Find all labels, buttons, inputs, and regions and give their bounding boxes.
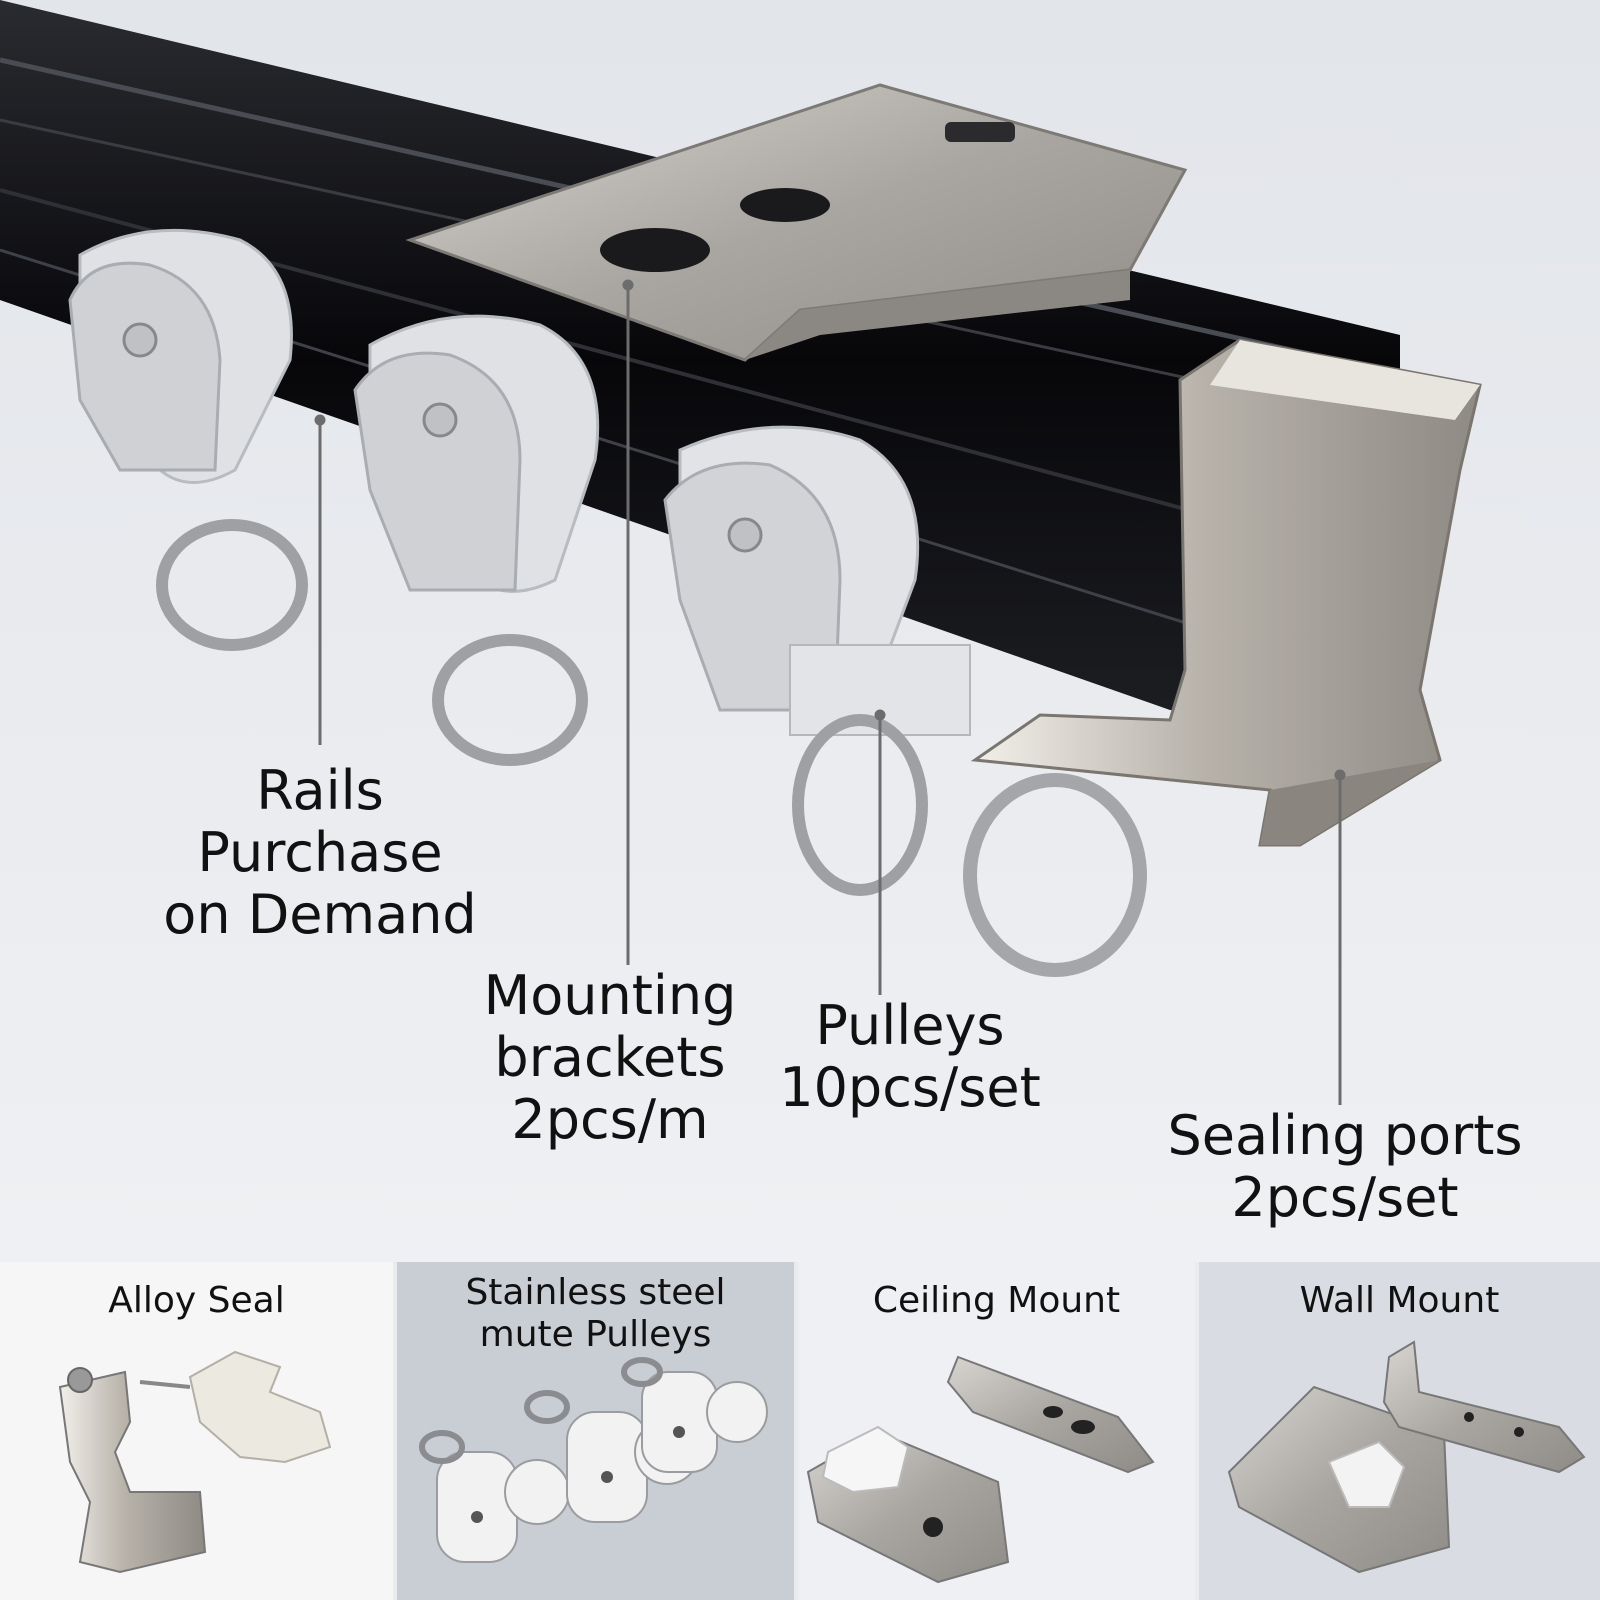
- mute-pulleys-image: [419, 1357, 768, 1563]
- panel-alloy-seal-title: Alloy Seal: [108, 1280, 285, 1321]
- callout-pulleys-line-2: 10pcs/set: [779, 1056, 1041, 1119]
- callout-brackets-line-1: Mounting: [483, 964, 737, 1027]
- wall-mount-image: [1227, 1340, 1586, 1574]
- callout-rails-line-1: Rails: [256, 759, 384, 822]
- panel-ceiling-mount: Ceiling Mount: [798, 1262, 1195, 1600]
- alloy-seal-image: [58, 1350, 332, 1574]
- callout-mounting-brackets: Mounting brackets 2pcs/m: [455, 965, 765, 1151]
- curtain-track-illustration: [0, 0, 1600, 1262]
- panel-alloy-seal: Alloy Seal: [0, 1262, 393, 1600]
- panel-wall-mount-title: Wall Mount: [1299, 1280, 1500, 1321]
- sealing-port-cap: [963, 338, 1482, 977]
- panel-mute-pulleys-title: Stainless steel mute Pulleys: [465, 1272, 726, 1355]
- callout-rails-line-3: on Demand: [163, 883, 477, 946]
- panel-mute-pulleys: Stainless steel mute Pulleys: [397, 1262, 794, 1600]
- mounting-bracket: [405, 83, 1188, 362]
- ceiling-mount-image: [806, 1355, 1155, 1584]
- pulley-3: [663, 425, 971, 896]
- callout-sealing-line-1: Sealing ports: [1167, 1104, 1523, 1167]
- pulley-2: [353, 314, 600, 766]
- callout-brackets-line-2: brackets: [494, 1026, 726, 1089]
- callout-pulleys: Pulleys 10pcs/set: [755, 995, 1065, 1119]
- panel-wall-mount: Wall Mount: [1199, 1262, 1600, 1600]
- callout-brackets-line-3: 2pcs/m: [511, 1088, 709, 1151]
- callout-sealing-line-2: 2pcs/set: [1231, 1166, 1459, 1229]
- pulley-1: [68, 228, 308, 651]
- panel-ceiling-mount-title: Ceiling Mount: [872, 1280, 1121, 1321]
- callout-pulleys-line-1: Pulleys: [815, 994, 1005, 1057]
- callout-rails: Rails Purchase on Demand: [140, 760, 500, 946]
- callout-sealing-ports: Sealing ports 2pcs/set: [1130, 1105, 1560, 1229]
- callout-leader-lines: [314, 279, 1346, 1105]
- callout-rails-line-2: Purchase: [197, 821, 443, 884]
